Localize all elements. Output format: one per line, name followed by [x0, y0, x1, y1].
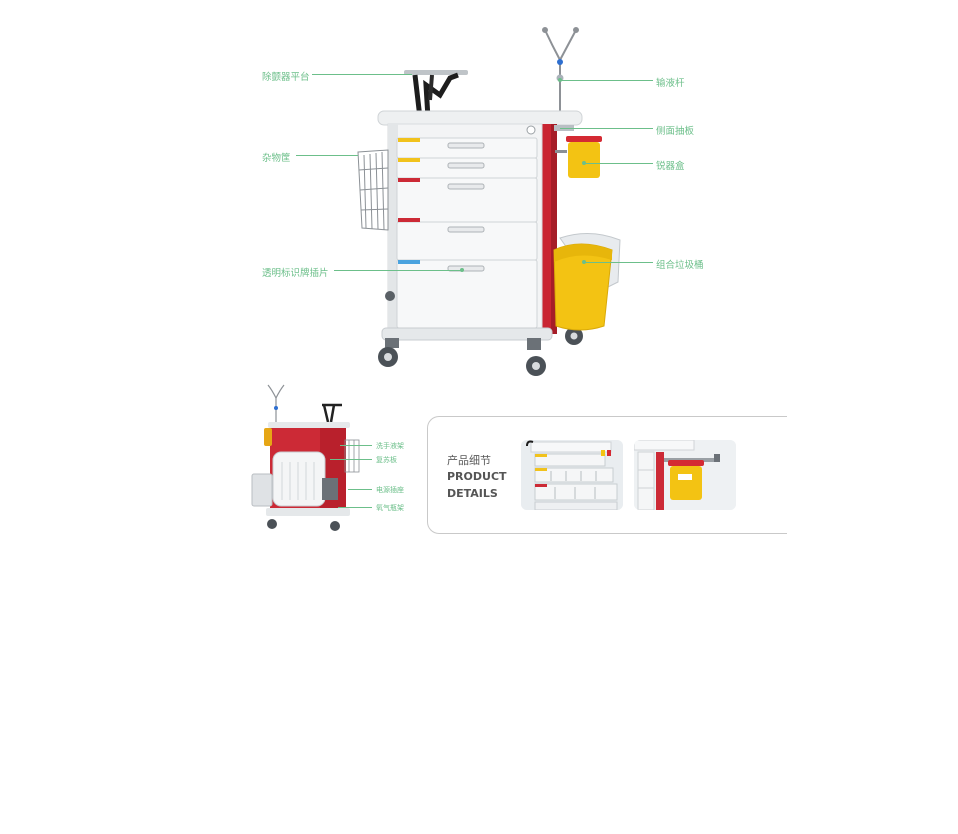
- label-label-insert: 透明标识牌插片: [262, 268, 329, 279]
- caster-wheels: [378, 291, 583, 376]
- product-details-panel: [427, 416, 787, 534]
- detail-thumb-drawers: [521, 440, 623, 510]
- label-oxygen-rack: 氧气瓶架: [376, 504, 404, 512]
- details-title-en-line2: DETAILS: [447, 487, 498, 500]
- details-title-cn: 产品细节: [447, 454, 491, 467]
- label-defib-platform: 除颤器平台: [262, 72, 310, 83]
- sharps-box: [555, 136, 602, 178]
- detail-thumb-sharps-box: [634, 440, 736, 510]
- misc-basket: [357, 149, 389, 231]
- label-waste-bin: 组合垃圾桶: [656, 260, 704, 271]
- label-iv-pole: 输液杆: [656, 78, 685, 89]
- iv-pole: [542, 27, 579, 115]
- details-title-en-line1: PRODUCT: [447, 470, 507, 483]
- label-power-socket: 电源插座: [376, 486, 404, 494]
- label-sharps-box: 锐器盒: [656, 161, 685, 172]
- label-cpr-board: 复苏板: [376, 456, 397, 464]
- label-side-board: 侧面抽板: [656, 126, 695, 137]
- label-hand-sanitizer: 洗手液架: [376, 442, 404, 450]
- label-misc-basket: 杂物筐: [262, 153, 291, 164]
